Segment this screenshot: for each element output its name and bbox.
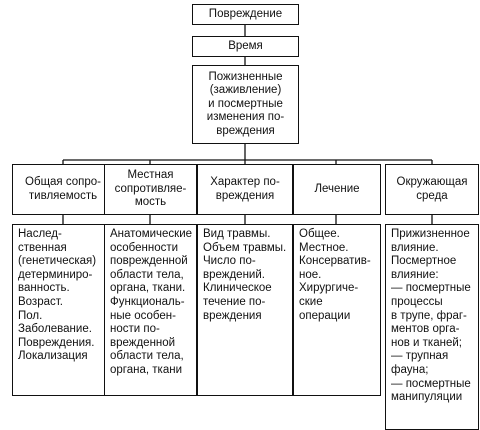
node-injury: Повреждение	[192, 4, 299, 25]
factor-3-title: Характер по- вреждения	[197, 164, 293, 215]
factor-5-detail: Прижизненное влияние. Посмертное влияние…	[385, 224, 479, 430]
factor-4-detail: Общее. Местное. Консерватив- ное. Хирург…	[293, 224, 381, 396]
factor-1-title: Общая сопро- тивляемость	[12, 164, 114, 215]
factor-2-detail: Анатомические особенности поврежденной о…	[104, 224, 197, 396]
factor-2-title: Местная сопротивляе- мость	[104, 164, 197, 215]
node-time: Время	[192, 36, 299, 57]
factor-1-detail: Наслед- ственная (генетическая) детермин…	[12, 224, 114, 396]
factor-5-title: Окружающая среда	[385, 164, 479, 215]
node-changes: Пожизненные (заживление) и посмертные из…	[192, 65, 299, 144]
factor-4-title: Лечение	[293, 164, 381, 215]
factor-3-detail: Вид травмы. Объем травмы. Число по- вреж…	[197, 224, 293, 396]
